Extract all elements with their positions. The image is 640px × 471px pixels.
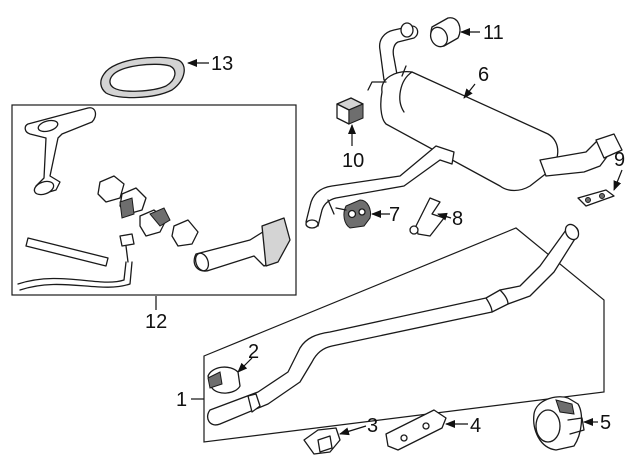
callout-4: 4 <box>470 415 481 437</box>
callout-10: 10 <box>342 150 364 172</box>
kit-12-box <box>11 104 297 296</box>
callout-12: 12 <box>145 311 167 333</box>
callout-1: 1 <box>176 389 187 411</box>
callouts: 13 11 6 10 9 7 8 12 2 1 3 4 5 <box>145 22 625 437</box>
part-3-bracket <box>303 427 341 455</box>
part-6-muffler <box>305 22 623 229</box>
part-4-bracket <box>385 409 447 451</box>
part-9-bracket <box>577 189 615 207</box>
leader-lines <box>155 28 623 436</box>
part-13-tip-trim <box>100 56 185 99</box>
part-8-bracket <box>409 197 445 237</box>
callout-3: 3 <box>367 415 378 437</box>
part-10-insulator <box>336 97 364 125</box>
callout-7: 7 <box>389 204 400 226</box>
part-2-clamp <box>207 366 241 394</box>
part-11-tip <box>429 17 461 48</box>
callout-8: 8 <box>452 208 463 230</box>
kit-1-box <box>203 223 605 443</box>
part-7-hanger <box>335 199 371 229</box>
callout-5: 5 <box>600 412 611 434</box>
callout-9: 9 <box>614 149 625 171</box>
part-5-clamp <box>533 396 585 451</box>
callout-11: 11 <box>483 22 504 44</box>
callout-2: 2 <box>248 341 259 363</box>
callout-6: 6 <box>478 64 489 86</box>
callout-13: 13 <box>211 53 233 75</box>
